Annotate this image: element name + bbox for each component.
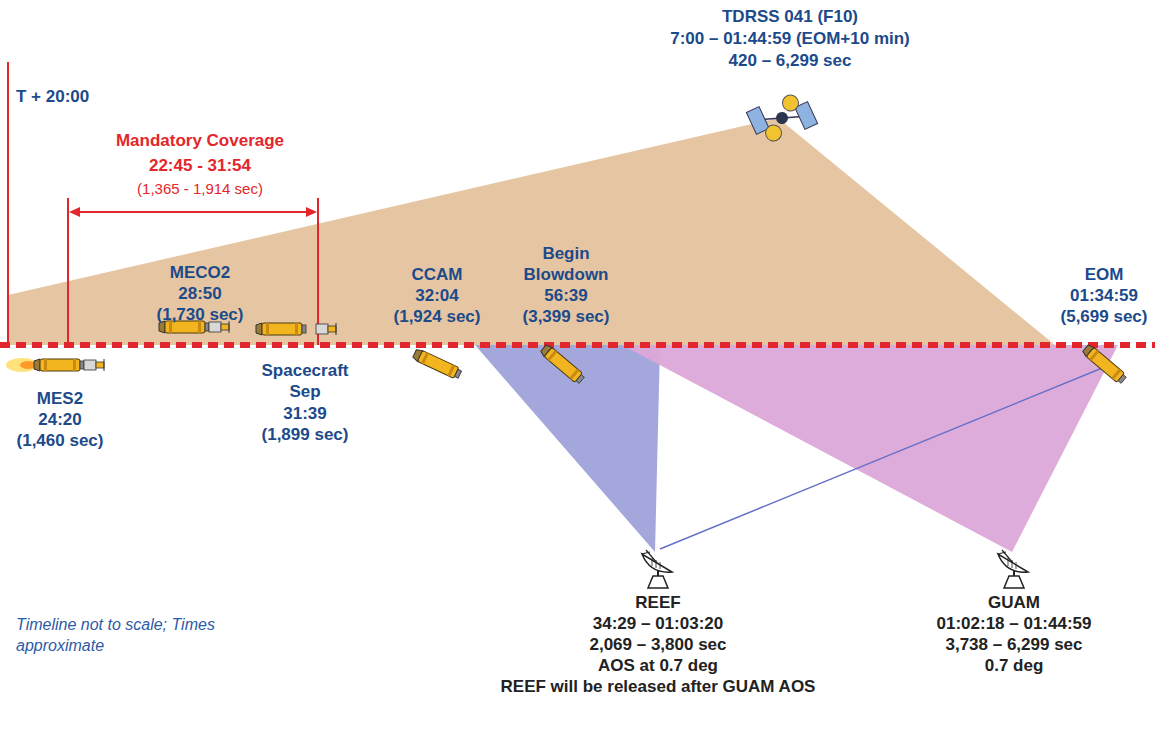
event-seconds: (1,460 sec) (17, 430, 104, 451)
time-marker: T + 20:00 (16, 86, 89, 107)
seconds-range: 3,738 – 6,299 sec (945, 634, 1082, 655)
time-range: 7:00 – 01:44:59 (EOM+10 min) (670, 28, 910, 49)
event-time: 28:50 (178, 283, 221, 304)
coverage-title: Mandatory Coverage (116, 130, 284, 151)
time-range: 34:29 – 01:03:20 (593, 613, 723, 634)
event-seconds: (1,730 sec) (157, 304, 244, 325)
event-name: MECO2 (170, 262, 230, 283)
station-name: REEF (635, 592, 680, 613)
seconds-range: 420 – 6,299 sec (729, 50, 852, 71)
time-range: 22:45 - 31:54 (149, 155, 251, 176)
event-time: 01:34:59 (1070, 285, 1138, 306)
event-time: 24:20 (38, 409, 81, 430)
aos-note: 0.7 deg (985, 655, 1044, 676)
event-seconds: (5,699 sec) (1061, 306, 1148, 327)
event-seconds: (1,924 sec) (394, 306, 481, 327)
seconds-range: (1,365 - 1,914 sec) (137, 178, 263, 199)
event-time: 56:39 (544, 285, 587, 306)
event-seconds: (3,399 sec) (523, 306, 610, 327)
event-time: 32:04 (415, 285, 458, 306)
event-time: 31:39 (283, 403, 326, 424)
station-name: GUAM (988, 592, 1040, 613)
station-name: TDRSS 041 (F10) (722, 6, 858, 27)
event-name: EOM (1085, 264, 1124, 285)
release-note: REEF will be released after GUAM AOS (501, 676, 816, 697)
event-name: Spacecraft Sep (253, 360, 357, 402)
seconds-range: 2,069 – 3,800 sec (589, 634, 726, 655)
aos-note: AOS at 0.7 deg (598, 655, 718, 676)
time-range: 01:02:18 – 01:44:59 (936, 613, 1091, 634)
event-seconds: (1,899 sec) (262, 424, 349, 445)
event-name: MES2 (37, 388, 83, 409)
event-name: CCAM (412, 264, 463, 285)
event-name: Begin Blowdown (518, 243, 614, 285)
scale-note: Timeline not to scale; Times approximate (16, 614, 216, 656)
